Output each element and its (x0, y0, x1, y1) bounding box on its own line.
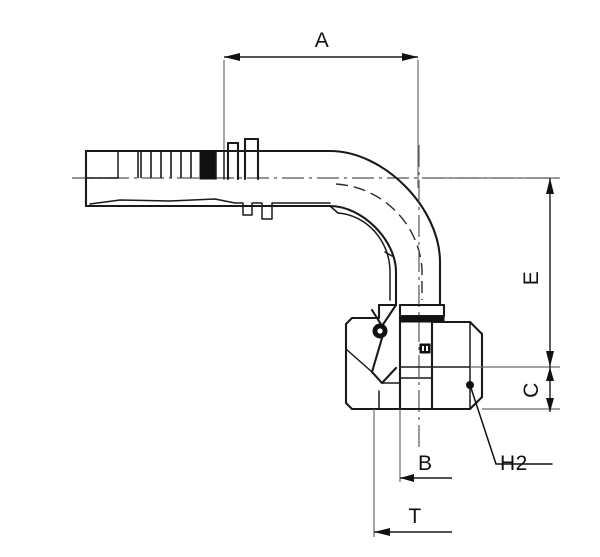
seat-chamfer-top (344, 316, 354, 326)
seat-cone-top-right (380, 303, 398, 328)
sealing-cone-seat (344, 303, 402, 411)
dimension-A-arrow-left (224, 53, 240, 61)
elbow-wall-arc (337, 212, 391, 301)
dimension-A-label: A (315, 29, 330, 52)
dimension-A: A (223, 29, 419, 188)
seat-cone-vee (370, 366, 398, 385)
nut-shoulder-band (399, 316, 445, 323)
crimp-band (199, 150, 217, 180)
dimension-E-label: E (520, 271, 543, 286)
dimension-A-arrow-right (402, 53, 418, 61)
dimension-C: C (482, 367, 560, 412)
seat-chamfer-bottom (344, 401, 354, 411)
dimension-B-arrow (400, 474, 414, 482)
ninety-degree-elbow (328, 149, 442, 307)
dimension-B: B (399, 409, 452, 482)
callout-H2-label: H2 (500, 452, 528, 475)
elbow-inner-arc (328, 204, 398, 307)
dimension-C-label: C (520, 382, 543, 398)
dimension-C-arrow-top (546, 367, 554, 381)
shoulder-steps (215, 137, 332, 181)
callout-H2: H2 (466, 381, 553, 475)
elbow-outer-arc (328, 149, 442, 307)
stem-underside-relief (89, 198, 331, 220)
part-marking (419, 343, 431, 354)
elbow-mid-tick (384, 251, 393, 257)
dimension-T: T (373, 409, 452, 537)
elbow-inner-tick (329, 205, 339, 214)
dimension-E-arrow-bottom (546, 351, 554, 367)
barb-serrations (137, 152, 192, 178)
oring-bore (377, 328, 383, 334)
dimension-T-arrow (374, 528, 390, 536)
dimension-T-label: T (408, 505, 421, 528)
hex-chamfer-top-right (468, 320, 484, 336)
callout-H2-leader (469, 384, 553, 465)
dimension-E: E (444, 177, 560, 368)
dimension-B-label: B (418, 452, 433, 475)
seat-cone-left-flank (370, 336, 384, 374)
dimension-E-arrow-top (546, 178, 554, 194)
seat-cone-upper (345, 348, 373, 373)
hose-barb-stem (84, 137, 332, 220)
swivel-hex-nut (398, 303, 484, 411)
elbow-hidden-bore (335, 183, 423, 300)
seat-cone-top-left (370, 308, 384, 328)
dimension-C-arrow-bottom (546, 398, 554, 412)
